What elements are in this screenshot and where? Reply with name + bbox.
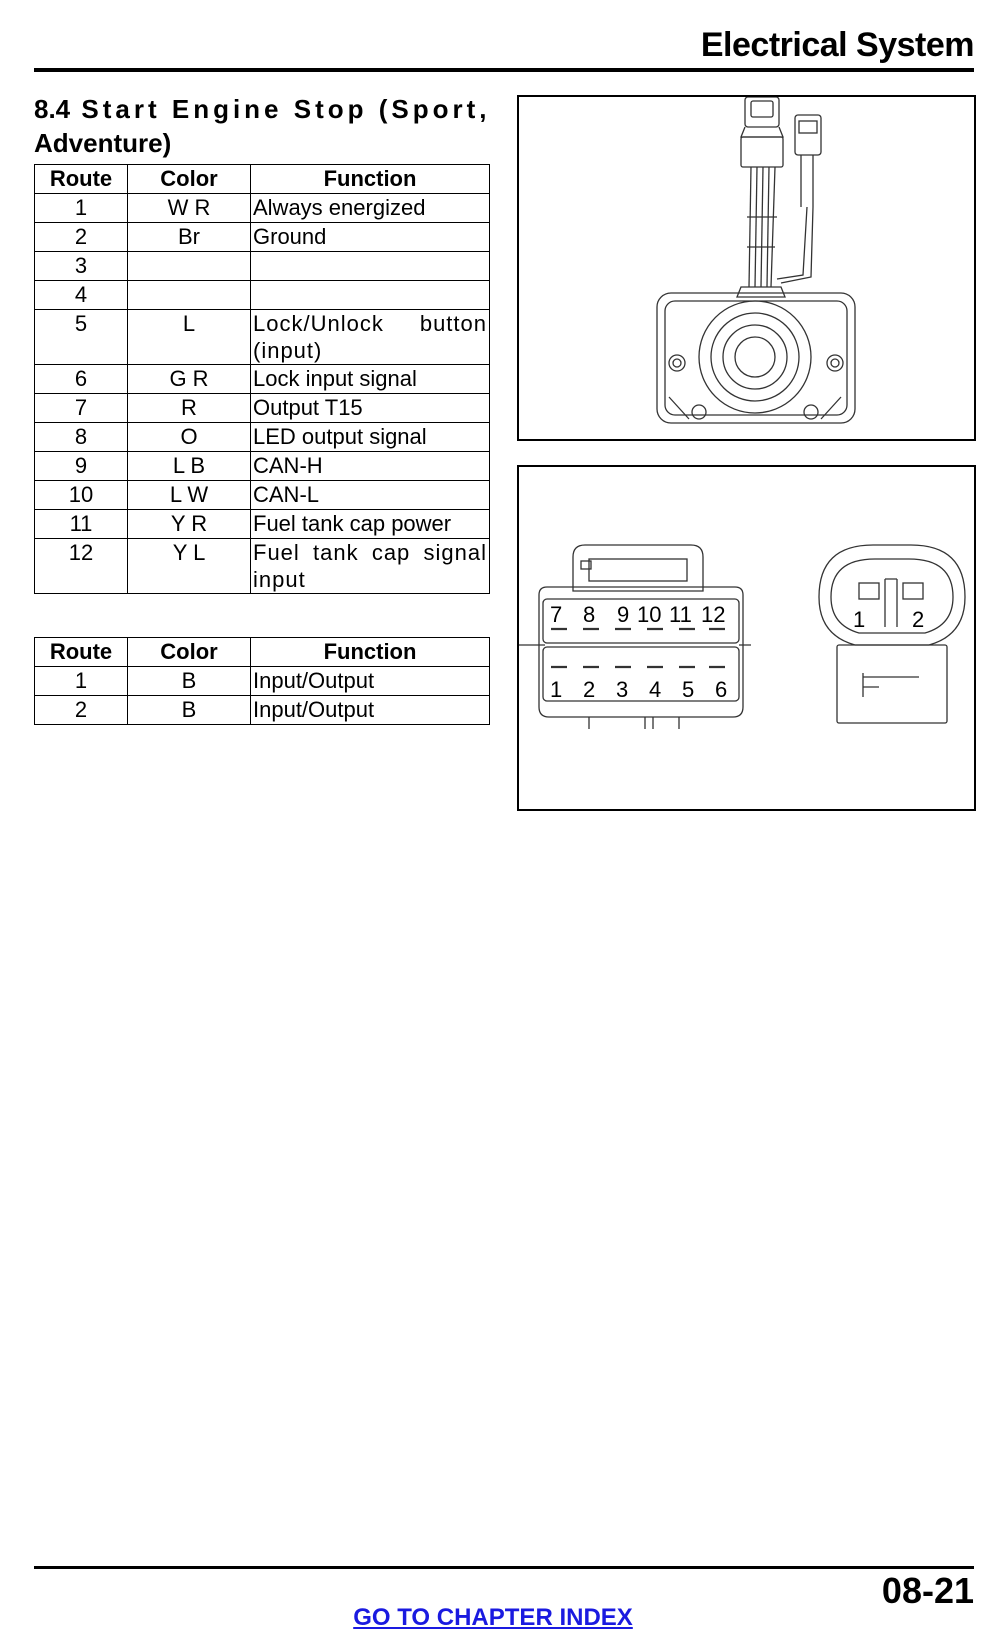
table-header-row: Route Color Function bbox=[34, 637, 490, 667]
pin-label-3: 3 bbox=[616, 677, 628, 702]
color-cell: L bbox=[127, 309, 251, 365]
table-row: 4 bbox=[34, 280, 490, 310]
color-cell bbox=[127, 280, 251, 310]
function-cell: Always energized bbox=[250, 193, 490, 223]
table-row: 2 B Input/Output bbox=[34, 695, 490, 725]
section-number: 8.4 bbox=[34, 94, 71, 124]
header-function: Function bbox=[250, 637, 490, 667]
pin-label-8: 8 bbox=[583, 602, 595, 627]
pin-label-10: 10 bbox=[637, 602, 661, 627]
section-title: 8.4 Start Engine Stop (Sport, Adventure) bbox=[34, 92, 490, 160]
color-cell: Br bbox=[127, 222, 251, 252]
table-row: 11 Y R Fuel tank cap power bbox=[34, 509, 490, 539]
header-route: Route bbox=[34, 637, 128, 667]
function-cell: Output T15 bbox=[250, 393, 490, 423]
route-cell: 12 bbox=[34, 538, 128, 594]
route-cell: 1 bbox=[34, 666, 128, 696]
route-cell: 9 bbox=[34, 451, 128, 481]
table-row: 5 L Lock/Unlock button (input) bbox=[34, 309, 490, 365]
table-row: 10 L W CAN-L bbox=[34, 480, 490, 510]
pin-label-9: 9 bbox=[617, 602, 629, 627]
route-cell: 10 bbox=[34, 480, 128, 510]
route-cell: 7 bbox=[34, 393, 128, 423]
pin-label-4: 4 bbox=[649, 677, 661, 702]
table-row: 1 B Input/Output bbox=[34, 666, 490, 696]
table-row: 1 W R Always energized bbox=[34, 193, 490, 223]
small-pin-label-1: 1 bbox=[853, 607, 865, 632]
pin-label-5: 5 bbox=[682, 677, 694, 702]
connector-pinout-drawing: 7 8 9 10 11 12 1 2 3 4 5 6 1 2 bbox=[519, 544, 966, 729]
color-cell: B bbox=[127, 695, 251, 725]
function-cell: CAN-H bbox=[250, 451, 490, 481]
header-function: Function bbox=[250, 164, 490, 194]
header-rule bbox=[34, 68, 974, 72]
table-row: 6 G R Lock input signal bbox=[34, 364, 490, 394]
function-cell: LED output signal bbox=[250, 422, 490, 452]
route-cell: 2 bbox=[34, 695, 128, 725]
color-cell: O bbox=[127, 422, 251, 452]
chapter-index-link[interactable]: GO TO CHAPTER INDEX bbox=[353, 1604, 633, 1631]
color-cell: R bbox=[127, 393, 251, 423]
table-row: 12 Y L Fuel tank cap signal input bbox=[34, 538, 490, 594]
start-stop-switch-drawing bbox=[656, 97, 856, 424]
pin-label-11: 11 bbox=[669, 602, 692, 627]
pin-label-7: 7 bbox=[550, 602, 562, 627]
route-cell: 11 bbox=[34, 509, 128, 539]
table-row: 2 Br Ground bbox=[34, 222, 490, 252]
pin-label-6: 6 bbox=[715, 677, 727, 702]
function-cell bbox=[250, 280, 490, 310]
function-cell: Input/Output bbox=[250, 695, 490, 725]
function-cell: Fuel tank cap signal input bbox=[250, 538, 490, 594]
color-cell: G R bbox=[127, 364, 251, 394]
header-color: Color bbox=[127, 164, 251, 194]
route-cell: 2 bbox=[34, 222, 128, 252]
header-route: Route bbox=[34, 164, 128, 194]
route-cell: 3 bbox=[34, 251, 128, 281]
route-cell: 6 bbox=[34, 364, 128, 394]
color-cell: W R bbox=[127, 193, 251, 223]
connector-pinout-figure: 7 8 9 10 11 12 1 2 3 4 5 6 1 2 bbox=[517, 465, 976, 811]
table-header-row: Route Color Function bbox=[34, 164, 490, 194]
table-row: 7 R Output T15 bbox=[34, 393, 490, 423]
function-cell: Lock input signal bbox=[250, 364, 490, 394]
page-number: 08-21 bbox=[881, 1570, 974, 1611]
start-stop-switch-figure bbox=[517, 95, 976, 441]
function-cell: Ground bbox=[250, 222, 490, 252]
function-cell: Lock/Unlock button (input) bbox=[250, 309, 490, 365]
footer-rule bbox=[34, 1566, 974, 1569]
color-cell: L B bbox=[127, 451, 251, 481]
table-row: 8 O LED output signal bbox=[34, 422, 490, 452]
color-cell: L W bbox=[127, 480, 251, 510]
route-cell: 5 bbox=[34, 309, 128, 365]
route-cell: 8 bbox=[34, 422, 128, 452]
route-cell: 4 bbox=[34, 280, 128, 310]
pin-label-1: 1 bbox=[550, 677, 562, 702]
function-cell bbox=[250, 251, 490, 281]
function-cell: Input/Output bbox=[250, 666, 490, 696]
table-row: 3 bbox=[34, 251, 490, 281]
pin-label-2: 2 bbox=[583, 677, 595, 702]
pin-label-12: 12 bbox=[701, 602, 725, 627]
color-cell: B bbox=[127, 666, 251, 696]
function-cell: Fuel tank cap power bbox=[250, 509, 490, 539]
color-cell: Y L bbox=[127, 538, 251, 594]
section-title-line1: Start Engine Stop (Sport, bbox=[81, 94, 491, 124]
section-title-line2: Adventure) bbox=[34, 128, 172, 158]
wiring-table-main: Route Color Function 1 W R Always energi… bbox=[34, 164, 490, 594]
header-title: Electrical System bbox=[700, 26, 975, 64]
color-cell bbox=[127, 251, 251, 281]
header-color: Color bbox=[127, 637, 251, 667]
function-cell: CAN-L bbox=[250, 480, 490, 510]
color-cell: Y R bbox=[127, 509, 251, 539]
small-pin-label-2: 2 bbox=[912, 607, 924, 632]
wiring-table-secondary: Route Color Function 1 B Input/Output 2 … bbox=[34, 637, 490, 725]
route-cell: 1 bbox=[34, 193, 128, 223]
table-row: 9 L B CAN-H bbox=[34, 451, 490, 481]
